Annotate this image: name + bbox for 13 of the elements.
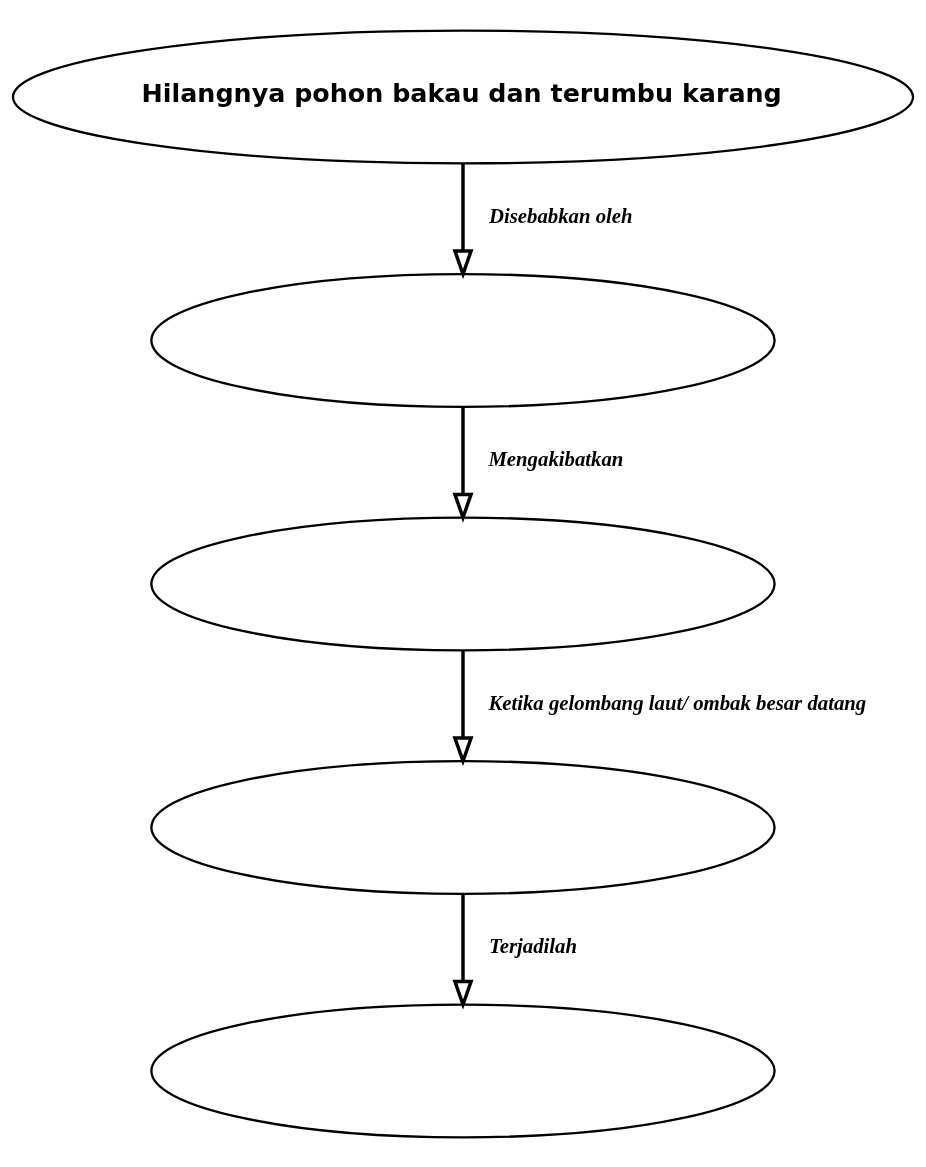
arrow bbox=[452, 649, 474, 766]
node-ellipse bbox=[150, 516, 776, 651]
node-ellipse bbox=[150, 272, 776, 408]
edge-label: Disebabkan oleh bbox=[488, 203, 633, 227]
edge-label: Mengakibatkan bbox=[488, 446, 624, 470]
arrow bbox=[452, 162, 474, 279]
node-ellipse bbox=[150, 1003, 776, 1139]
edge-label: Terjadilah bbox=[488, 933, 578, 957]
node-ellipse: Hilangnya pohon bakau dan terumbu karang bbox=[11, 28, 915, 164]
node-ellipse bbox=[150, 759, 776, 895]
arrow bbox=[452, 406, 474, 523]
arrow bbox=[452, 893, 474, 1010]
edge-label: Ketika gelombang laut/ ombak besar datang bbox=[488, 690, 867, 714]
